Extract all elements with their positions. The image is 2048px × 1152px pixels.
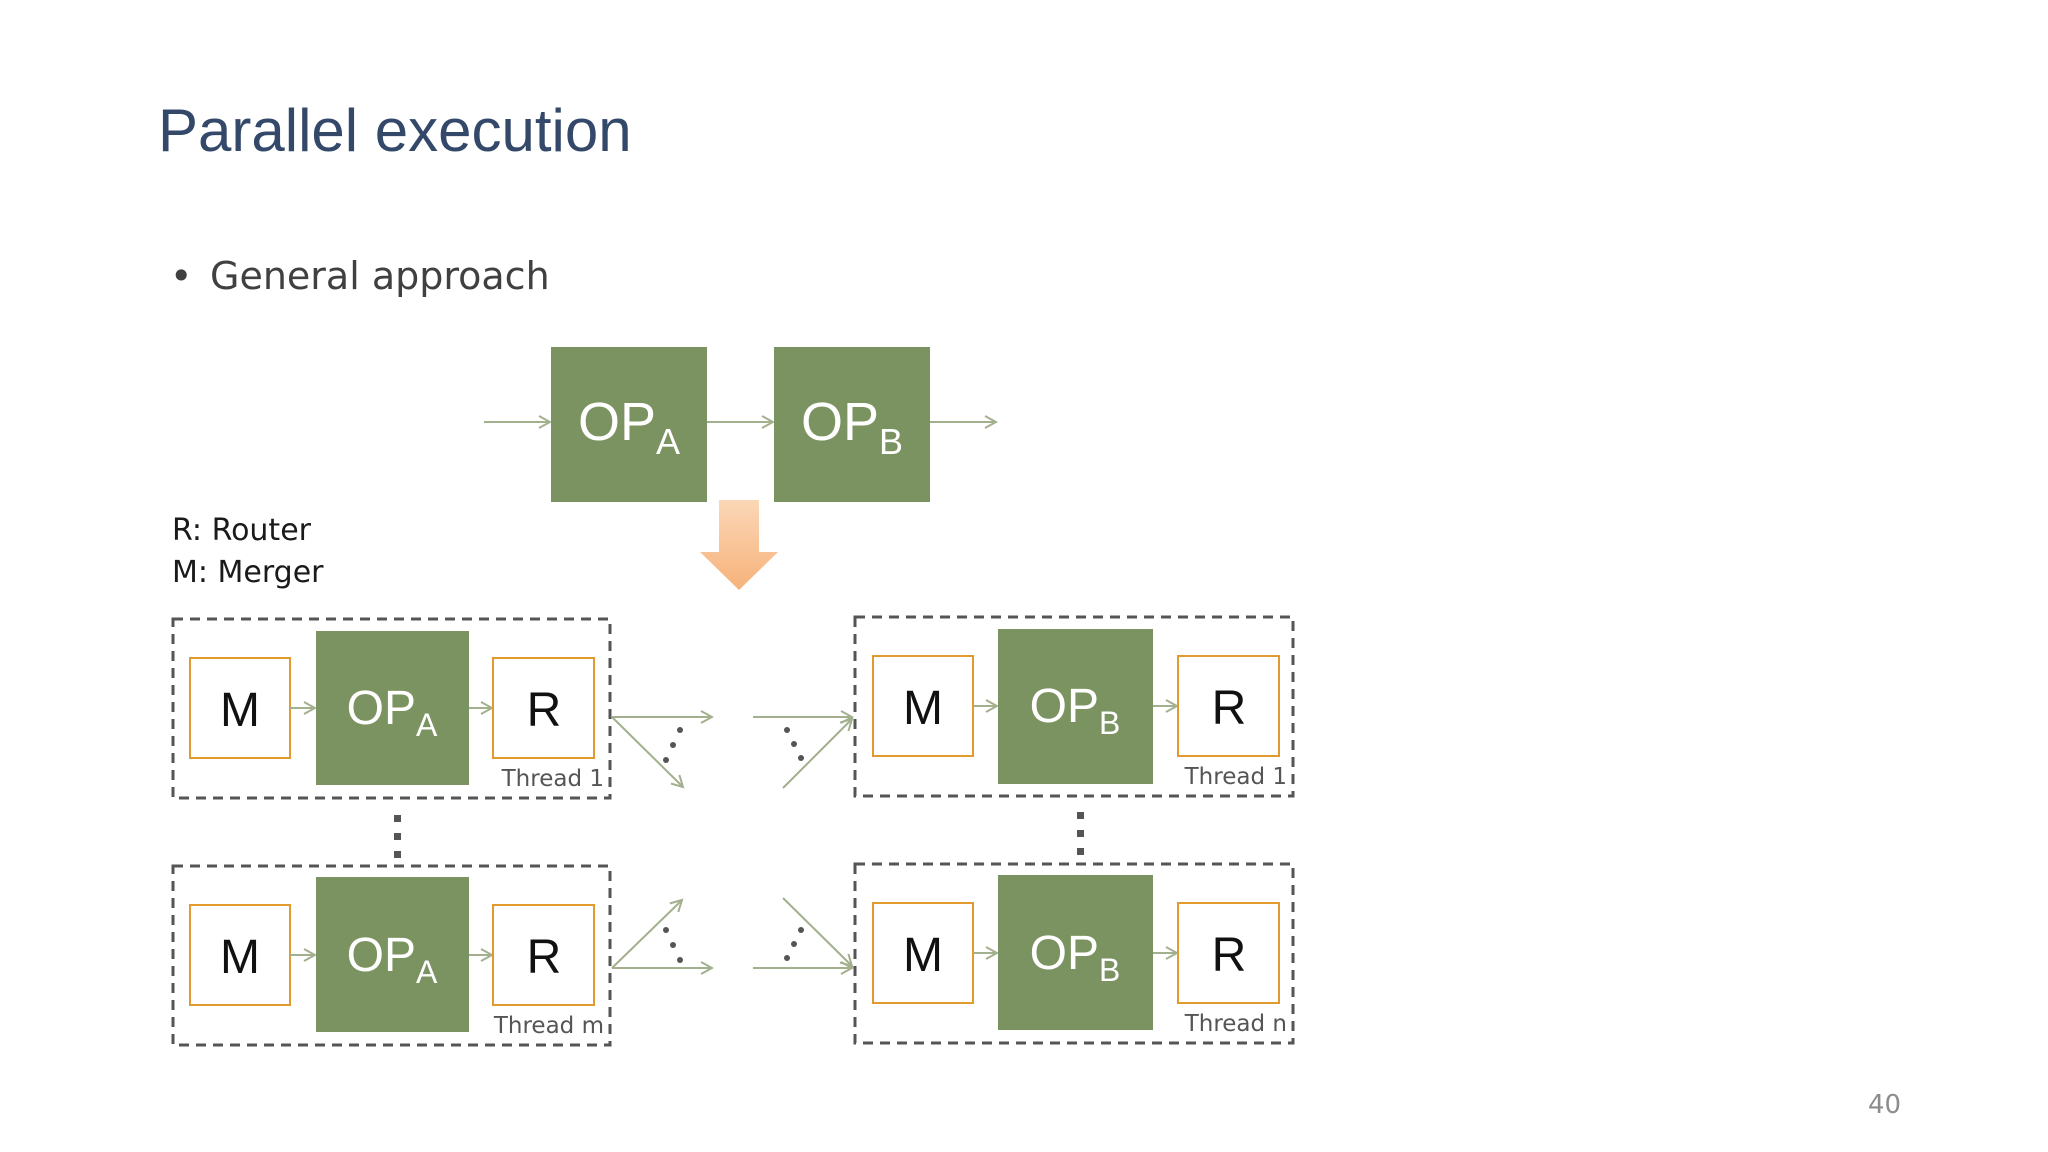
svg-text:OPB: OPB [1030,927,1121,988]
thread-left-top: M OPA R Thread 1 [171,617,612,800]
thread-left-top-merger: M [220,684,260,737]
fanout-ellipsis-top [663,727,683,763]
thread-left-bottom-op-box [316,877,469,1032]
thread-right-top-merger: M [903,682,943,735]
svg-text:OPB: OPB [801,392,903,462]
slide-title: Parallel execution [158,97,632,164]
thread-right-bottom: M OPB R Thread n [853,862,1295,1045]
thread-left-top-label: Thread 1 [501,766,604,792]
router-fanout-arrows [611,716,712,969]
thread-left-bottom-frame [171,864,612,1047]
thread-right-bottom-router-box [1177,902,1280,1004]
top-op-a-subscript: A [656,421,680,462]
bullet-text: General approach [210,254,550,298]
fanout-top-diagonal [611,716,683,787]
thread-left-bottom-op-subscript: A [416,954,438,990]
thread-left-top-router-box [492,657,595,759]
thread-right-top-frame [853,615,1295,798]
bullet-dot: • [170,254,193,298]
thread-right-bottom-frame [853,862,1295,1045]
bullet-general-approach: • General approach [170,254,550,298]
top-op-a: OPA [551,347,707,502]
top-op-a-label: OP [578,392,656,452]
top-op-a-box [551,347,707,502]
thread-left-bottom-label: Thread m [493,1013,604,1039]
thread-right-bottom-op-box [998,875,1153,1030]
thread-right-top-op-label: OP [1030,680,1099,733]
fanin-ellipsis-top [784,727,804,761]
fanout-bottom-diagonal [611,900,682,969]
fanin-top-diagonal [782,719,852,789]
svg-text:OPA: OPA [578,392,680,462]
thread-right-top-router-box [1177,655,1280,757]
merger-fanin-arrows [753,717,852,968]
thread-right-top-router: R [1212,682,1247,735]
down-arrow-icon [700,500,778,590]
thread-right-bottom-op-subscript: B [1099,952,1120,988]
thread-left-top-op-subscript: A [416,707,438,743]
thread-left-bottom: M OPA R Thread m [171,864,612,1047]
fanout-ellipsis-bottom [663,927,683,963]
thread-right-bottom-op-label: OP [1030,927,1099,980]
thread-right-top: M OPB R Thread 1 [853,615,1295,798]
legend-router: R: Router [172,513,311,548]
thread-left-top-router: R [527,684,562,737]
thread-left-bottom-op-label: OP [347,929,416,982]
legend-merger: M: Merger [172,555,324,590]
vertical-ellipsis-right [1077,812,1084,855]
legend: R: Router M: Merger [172,510,324,594]
thread-left-bottom-merger: M [220,931,260,984]
svg-text:OPB: OPB [1030,680,1121,741]
thread-right-top-merger-box [872,655,974,757]
thread-right-top-label: Thread 1 [1184,764,1287,790]
top-op-b-box [774,347,930,502]
thread-left-bottom-merger-box [189,904,291,1006]
thread-left-bottom-router: R [527,931,562,984]
thread-right-bottom-merger-box [872,902,974,1004]
thread-left-top-op-label: OP [347,682,416,735]
top-op-b-subscript: B [879,421,903,462]
top-flow: OPA OPB [484,347,996,502]
vertical-ellipsis-left [394,815,401,858]
top-op-b-label: OP [801,392,879,452]
thread-left-bottom-router-box [492,904,595,1006]
thread-left-top-frame [171,617,612,800]
thread-right-bottom-router: R [1212,929,1247,982]
thread-right-bottom-label: Thread n [1184,1011,1287,1037]
thread-left-top-op-box [316,631,469,785]
thread-right-top-op-box [998,629,1153,784]
fanin-bottom-diagonal [782,897,852,966]
thread-right-bottom-merger: M [903,929,943,982]
page-number: 40 [1868,1090,1902,1120]
thread-right-top-op-subscript: B [1099,705,1120,741]
svg-text:OPA: OPA [347,682,438,743]
top-op-b: OPB [774,347,930,502]
fanin-ellipsis-bottom [784,927,804,961]
svg-text:OPA: OPA [347,929,438,990]
